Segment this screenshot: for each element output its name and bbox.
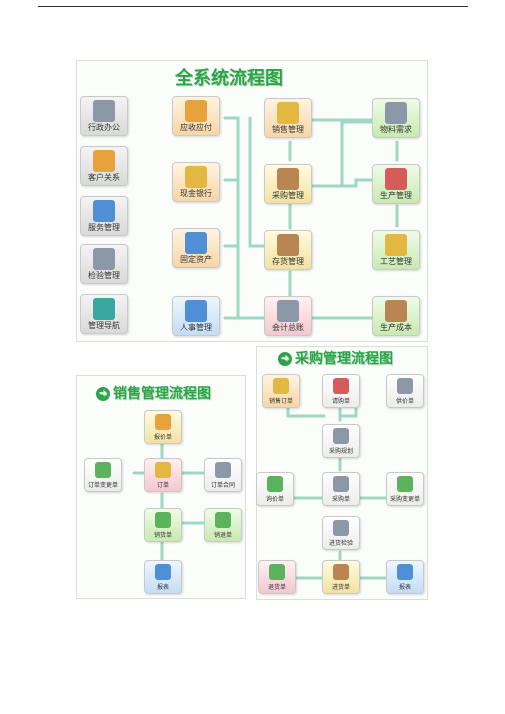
purchase-title: ➜采购管理流程图 [278,348,393,368]
edit-document-icon [95,462,111,478]
node-purchase-order[interactable]: 采购单 [322,472,360,506]
boxes-icon [277,234,299,256]
node-delivery[interactable]: 销货单 [144,508,182,542]
arrow-circle-icon: ➜ [96,387,110,401]
people-icon [185,300,207,322]
node-receipt[interactable]: 进货单 [322,560,360,594]
inspection-icon [93,248,115,270]
node-supplier-quote[interactable]: 供价单 [386,374,424,408]
node-navigation[interactable]: 管理导航 [80,294,128,334]
arrow-circle-icon: ➜ [278,352,292,366]
node-fixed-assets[interactable]: 固定资产 [172,228,220,268]
node-mrp[interactable]: 物料需求 [372,98,420,138]
node-receivables[interactable]: 应收应付 [172,96,220,136]
node-sales-order-p[interactable]: 销售订单 [262,374,300,408]
production-icon [385,168,407,190]
coins-icon [277,102,299,124]
question-icon [267,476,283,492]
line-purchase-material [310,120,374,188]
node-order-contract[interactable]: 订单合同 [204,458,242,492]
request-icon [333,378,349,394]
customers-icon [93,150,115,172]
plan-icon [333,428,349,444]
node-hr[interactable]: 人事管理 [172,296,220,336]
node-cash-bank[interactable]: 现金银行 [172,162,220,202]
purchase-title-text: 采购管理流程图 [295,351,393,367]
node-purchase-plan[interactable]: 采购规划 [322,424,360,458]
node-production[interactable]: 生产管理 [372,164,420,204]
node-process[interactable]: 工艺管理 [372,230,420,270]
node-purchase-return[interactable]: 退货单 [258,560,296,594]
navigation-icon [93,298,115,320]
return-icon [269,564,285,580]
coins-icon [185,166,207,188]
order-icon [155,462,171,478]
calculator-icon [277,300,299,322]
building-icon [185,232,207,254]
cash-register-icon [277,168,299,190]
line-col2-bus [223,116,266,320]
line-bus-inventory [248,116,266,248]
edit-document-icon [397,476,413,492]
full-system-title: 全系统流程图 [175,68,283,89]
sales-title-text: 销售管理流程图 [113,386,211,402]
quote-icon [397,378,413,394]
cost-icon [385,300,407,322]
node-purchase-change[interactable]: 采购变更单 [386,472,424,506]
coins-icon [273,378,289,394]
node-incoming-inspection[interactable]: 进货检验 [322,516,360,550]
header-rule [38,6,468,7]
node-purchase-report[interactable]: 报表 [386,560,424,594]
boxes-icon [333,564,349,580]
node-request[interactable]: 请购单 [322,374,360,408]
node-inspection[interactable]: 检验管理 [80,244,128,284]
material-icon [385,102,407,124]
report-icon [155,564,171,580]
inspection-icon [333,520,349,536]
node-ledger[interactable]: 会计总账 [264,296,312,336]
node-sales-quote[interactable]: 报价单 [144,410,182,444]
node-sales-report[interactable]: 报表 [144,560,182,594]
money-transfer-icon [185,100,207,122]
report-icon [397,564,413,580]
node-inquiry[interactable]: 询价单 [256,472,294,506]
service-people-icon [93,200,115,222]
contract-icon [215,462,231,478]
node-service[interactable]: 服务管理 [80,196,128,236]
node-sales[interactable]: 销售管理 [264,98,312,138]
node-production-cost[interactable]: 生产成本 [372,296,420,336]
node-sales-order[interactable]: 订单 [144,458,182,492]
node-order-change[interactable]: 订单变更单 [84,458,122,492]
office-icon [93,100,115,122]
delivery-icon [155,512,171,528]
cash-register-icon [333,476,349,492]
node-office[interactable]: 行政办公 [80,96,128,136]
node-crm[interactable]: 客户关系 [80,146,128,186]
sales-title: ➜销售管理流程图 [96,383,211,403]
full-system-panel [76,60,428,342]
return-icon [215,512,231,528]
node-sales-return[interactable]: 销退单 [204,508,242,542]
node-purchasing[interactable]: 采购管理 [264,164,312,204]
quote-icon [155,414,171,430]
node-inventory[interactable]: 存货管理 [264,230,312,270]
tools-icon [385,234,407,256]
